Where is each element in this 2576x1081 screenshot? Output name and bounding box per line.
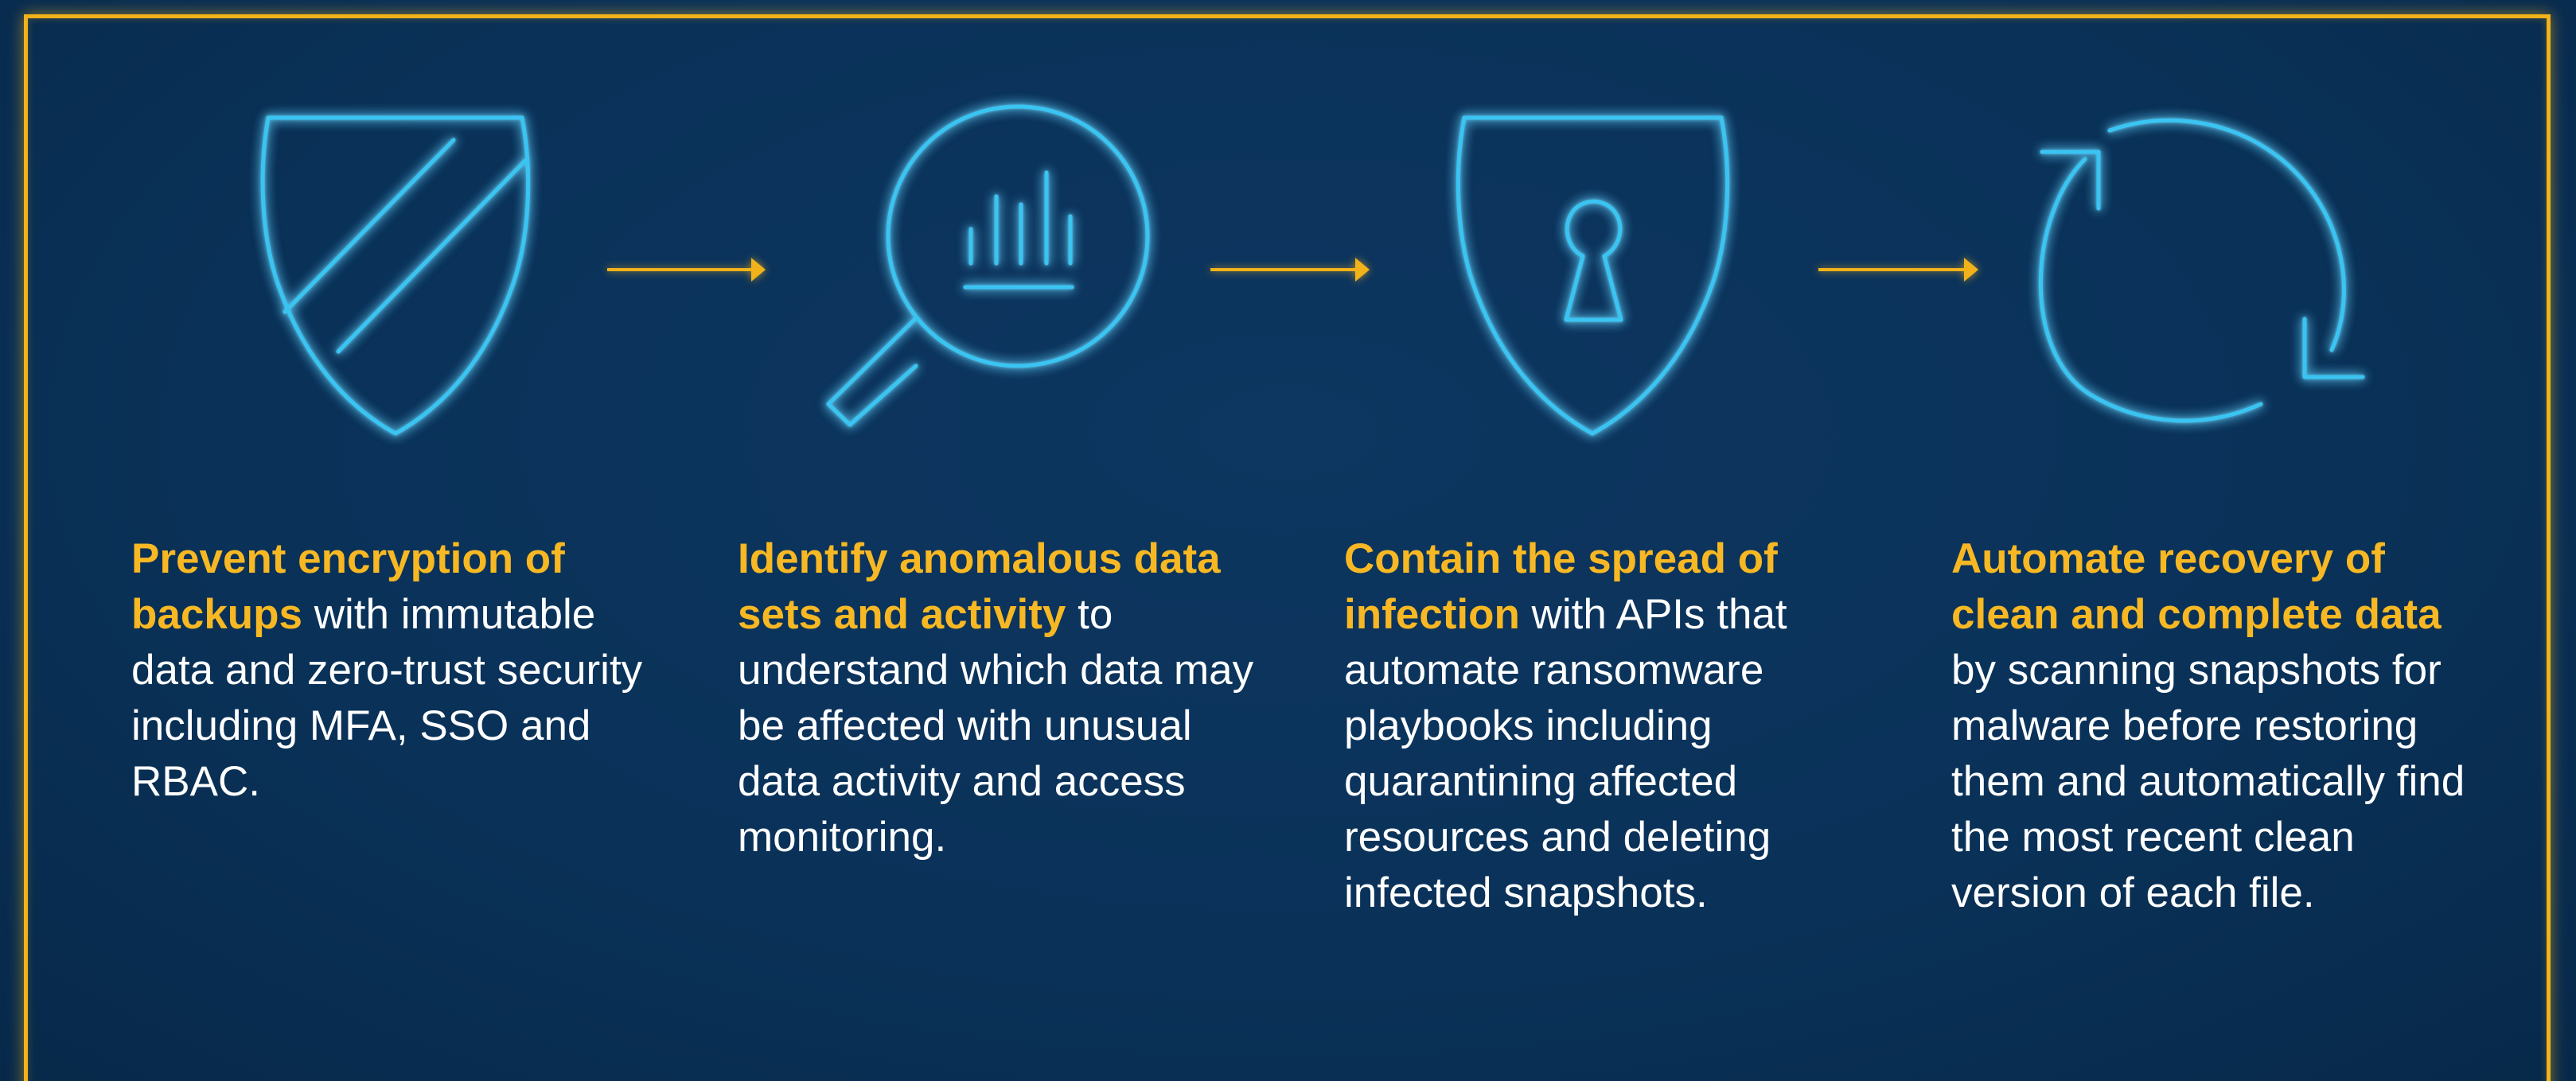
step-4-text: by scanning snapshots for malware before… <box>1951 647 2465 916</box>
step-4-highlight: Automate recovery of clean and complete … <box>1951 535 2442 638</box>
step-1-text: with immutable data and zero-trust secur… <box>131 591 643 805</box>
diagram-frame <box>24 14 2551 1081</box>
step-1-description: Prevent encryption of backups with immut… <box>131 531 649 810</box>
step-3-text: with APIs that automate ransomware playb… <box>1344 591 1787 916</box>
magnifier-chart-icon <box>826 104 1150 427</box>
step-4-description: Automate recovery of clean and complete … <box>1951 531 2477 921</box>
step-1-highlight: Prevent encryption of backups <box>131 535 565 638</box>
arrow-right-icon <box>1818 258 1978 282</box>
arrow-right-icon <box>607 258 766 282</box>
shield-keyhole-icon <box>1456 115 1730 436</box>
step-2-highlight: Identify anomalous data sets and activit… <box>738 535 1221 638</box>
step-3-highlight: Contain the spread of infection <box>1344 535 1778 638</box>
arrow-right-icon <box>1210 258 1370 282</box>
step-2-description: Identify anomalous data sets and activit… <box>738 531 1263 865</box>
icon-row <box>260 104 2365 436</box>
step-3-description: Contain the spread of infection with API… <box>1344 531 1861 921</box>
shield-slash-icon <box>260 115 531 436</box>
step-descriptions: Prevent encryption of backups with immut… <box>0 531 2576 1009</box>
step-2-text: to understand which data may be affected… <box>738 591 1254 861</box>
refresh-cycle-icon <box>2038 118 2365 423</box>
